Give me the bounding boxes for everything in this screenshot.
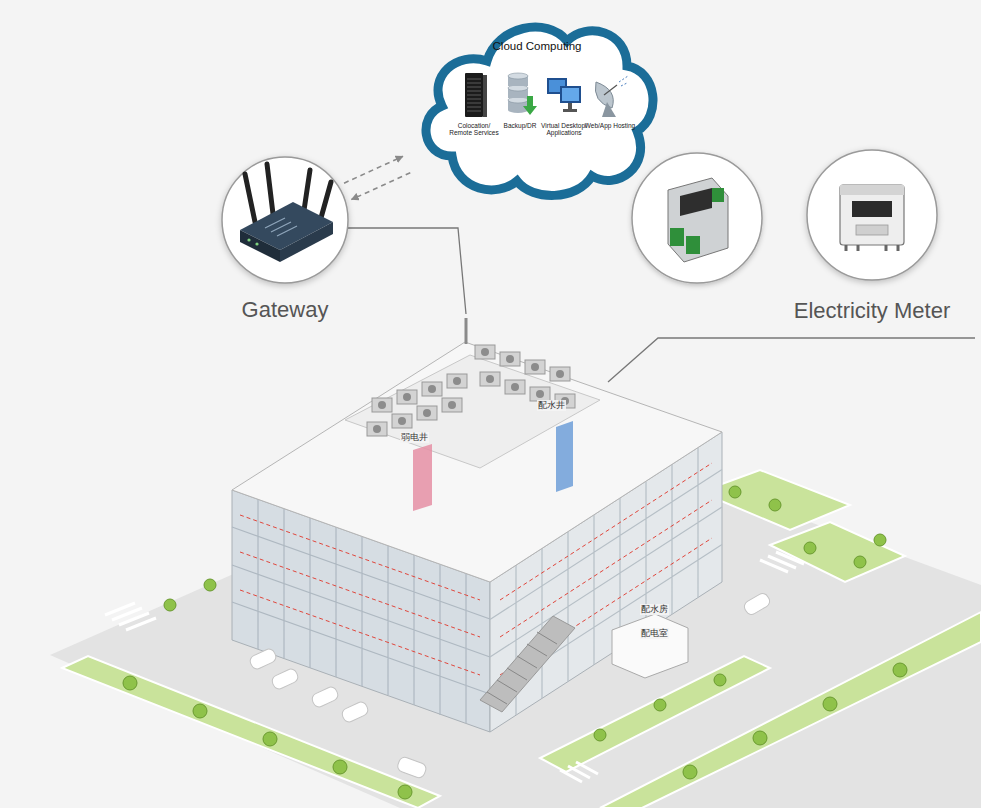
- terminal-block: [686, 236, 700, 254]
- meter-part: [840, 185, 904, 245]
- service-label: Virtual Desktop/ Applications: [537, 122, 591, 137]
- room-label: 配水房: [640, 604, 669, 615]
- circle-outline: [807, 150, 937, 280]
- server-part: [467, 79, 481, 111]
- building: [232, 318, 722, 732]
- circle-shape: [217, 152, 353, 288]
- rooftop-units: [367, 345, 575, 436]
- dish-icon: [590, 70, 630, 120]
- gateway-label: Gateway: [242, 297, 329, 323]
- monitor-part: [560, 86, 581, 103]
- meter-part: [856, 225, 888, 235]
- dashed-arrow: [352, 173, 411, 200]
- meter-leader: [608, 338, 975, 382]
- service-item: Backup/DR: [493, 70, 547, 129]
- water-shaft: [556, 421, 573, 492]
- monitor-icon: [544, 70, 584, 120]
- din-meter-body: [668, 178, 728, 262]
- escalator-steps: [487, 632, 557, 704]
- service-item: Web/App Hosting: [583, 70, 637, 129]
- cars: [248, 591, 771, 779]
- lawn: [770, 522, 905, 582]
- service-item: Colocation/ Remote Services: [447, 70, 501, 137]
- gateway-leader: [348, 228, 466, 314]
- service-item: Virtual Desktop/ Applications: [537, 70, 591, 137]
- utility-room: [612, 614, 688, 678]
- cloud-node: Cloud ComputingColocation/ Remote Servic…: [412, 6, 662, 204]
- cloud-shape: [412, 6, 662, 204]
- room-label: 弱电井: [400, 432, 429, 443]
- meter-part: [852, 201, 892, 217]
- din-meter-lcd: [680, 188, 712, 216]
- circle-outline: [222, 157, 348, 283]
- terminal-block: [670, 228, 684, 246]
- meter-circle: [632, 153, 762, 283]
- router-part: [265, 218, 297, 236]
- weak-current-shaft: [413, 444, 432, 511]
- monitor-part: [562, 88, 579, 101]
- roof: [232, 342, 722, 582]
- server-part: [465, 73, 483, 117]
- meter-part: [840, 185, 904, 195]
- meter-circle-left: [632, 153, 762, 283]
- circle-shape: [802, 145, 942, 285]
- dish-part: [602, 102, 616, 117]
- service-label: Backup/DR: [493, 122, 547, 129]
- meter-circle: Electricity Meter: [772, 150, 972, 324]
- antenna: [465, 318, 468, 344]
- terminal-block: [712, 188, 724, 202]
- server-part: [483, 75, 487, 117]
- gateway-circle: Gateway: [217, 157, 353, 323]
- router-part: [247, 238, 250, 241]
- dashed-arrow: [344, 156, 403, 183]
- service-label: Web/App Hosting: [583, 122, 637, 129]
- cloud-outline: [426, 27, 653, 195]
- monitor-part: [563, 103, 577, 112]
- meter-part: [846, 245, 898, 251]
- router-part: [280, 222, 333, 262]
- db-icon: [500, 70, 540, 120]
- escalator: [480, 616, 575, 712]
- router-icon: [240, 164, 333, 262]
- dish-part: [604, 85, 617, 95]
- room-label: 配电室: [640, 628, 669, 639]
- meter-label: Electricity Meter: [794, 298, 950, 324]
- server-icon: [454, 70, 494, 120]
- dish-part: [619, 76, 628, 86]
- db-part: [508, 73, 528, 79]
- fan-circles: [373, 348, 569, 433]
- router-part: [240, 230, 280, 262]
- meter-icon: [840, 185, 904, 251]
- db-part: [523, 96, 537, 115]
- room-label: 配水井: [537, 400, 566, 411]
- cloud-title: Cloud Computing: [412, 40, 662, 52]
- lawn: [600, 612, 981, 808]
- service-label: Colocation/ Remote Services: [447, 122, 501, 137]
- router-part: [255, 242, 258, 245]
